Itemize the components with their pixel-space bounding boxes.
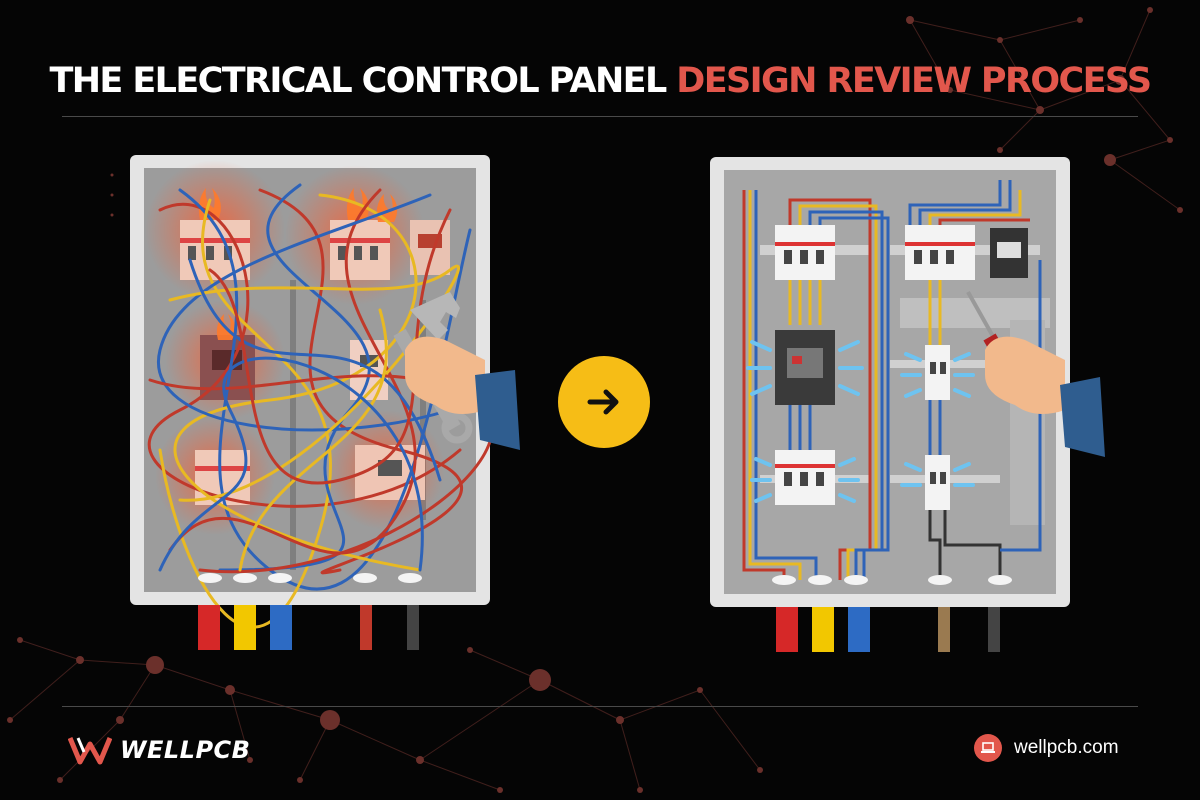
website-link[interactable]: wellpcb.com (974, 734, 1119, 762)
arrow-right-icon (587, 389, 619, 415)
messy-control-panel (130, 155, 520, 650)
page-title: THE ELECTRICAL CONTROL PANEL DESIGN REVI… (0, 60, 1200, 102)
transition-arrow-button[interactable] (558, 356, 650, 448)
hand-icon (405, 336, 520, 450)
hand-icon (985, 336, 1105, 457)
title-divider (62, 116, 1138, 117)
title-white-part: THE ELECTRICAL CONTROL PANEL (49, 61, 677, 101)
organized-control-panel (710, 157, 1105, 652)
brand-name: WELLPCB (120, 736, 251, 764)
laptop-icon (974, 734, 1002, 762)
title-red-part: DESIGN REVIEW PROCESS (676, 61, 1152, 101)
footer-divider (62, 706, 1138, 707)
brand-logo[interactable]: WELLPCB (68, 728, 250, 772)
website-text: wellpcb.com (1014, 737, 1119, 758)
wellpcb-logo-icon (68, 737, 112, 765)
